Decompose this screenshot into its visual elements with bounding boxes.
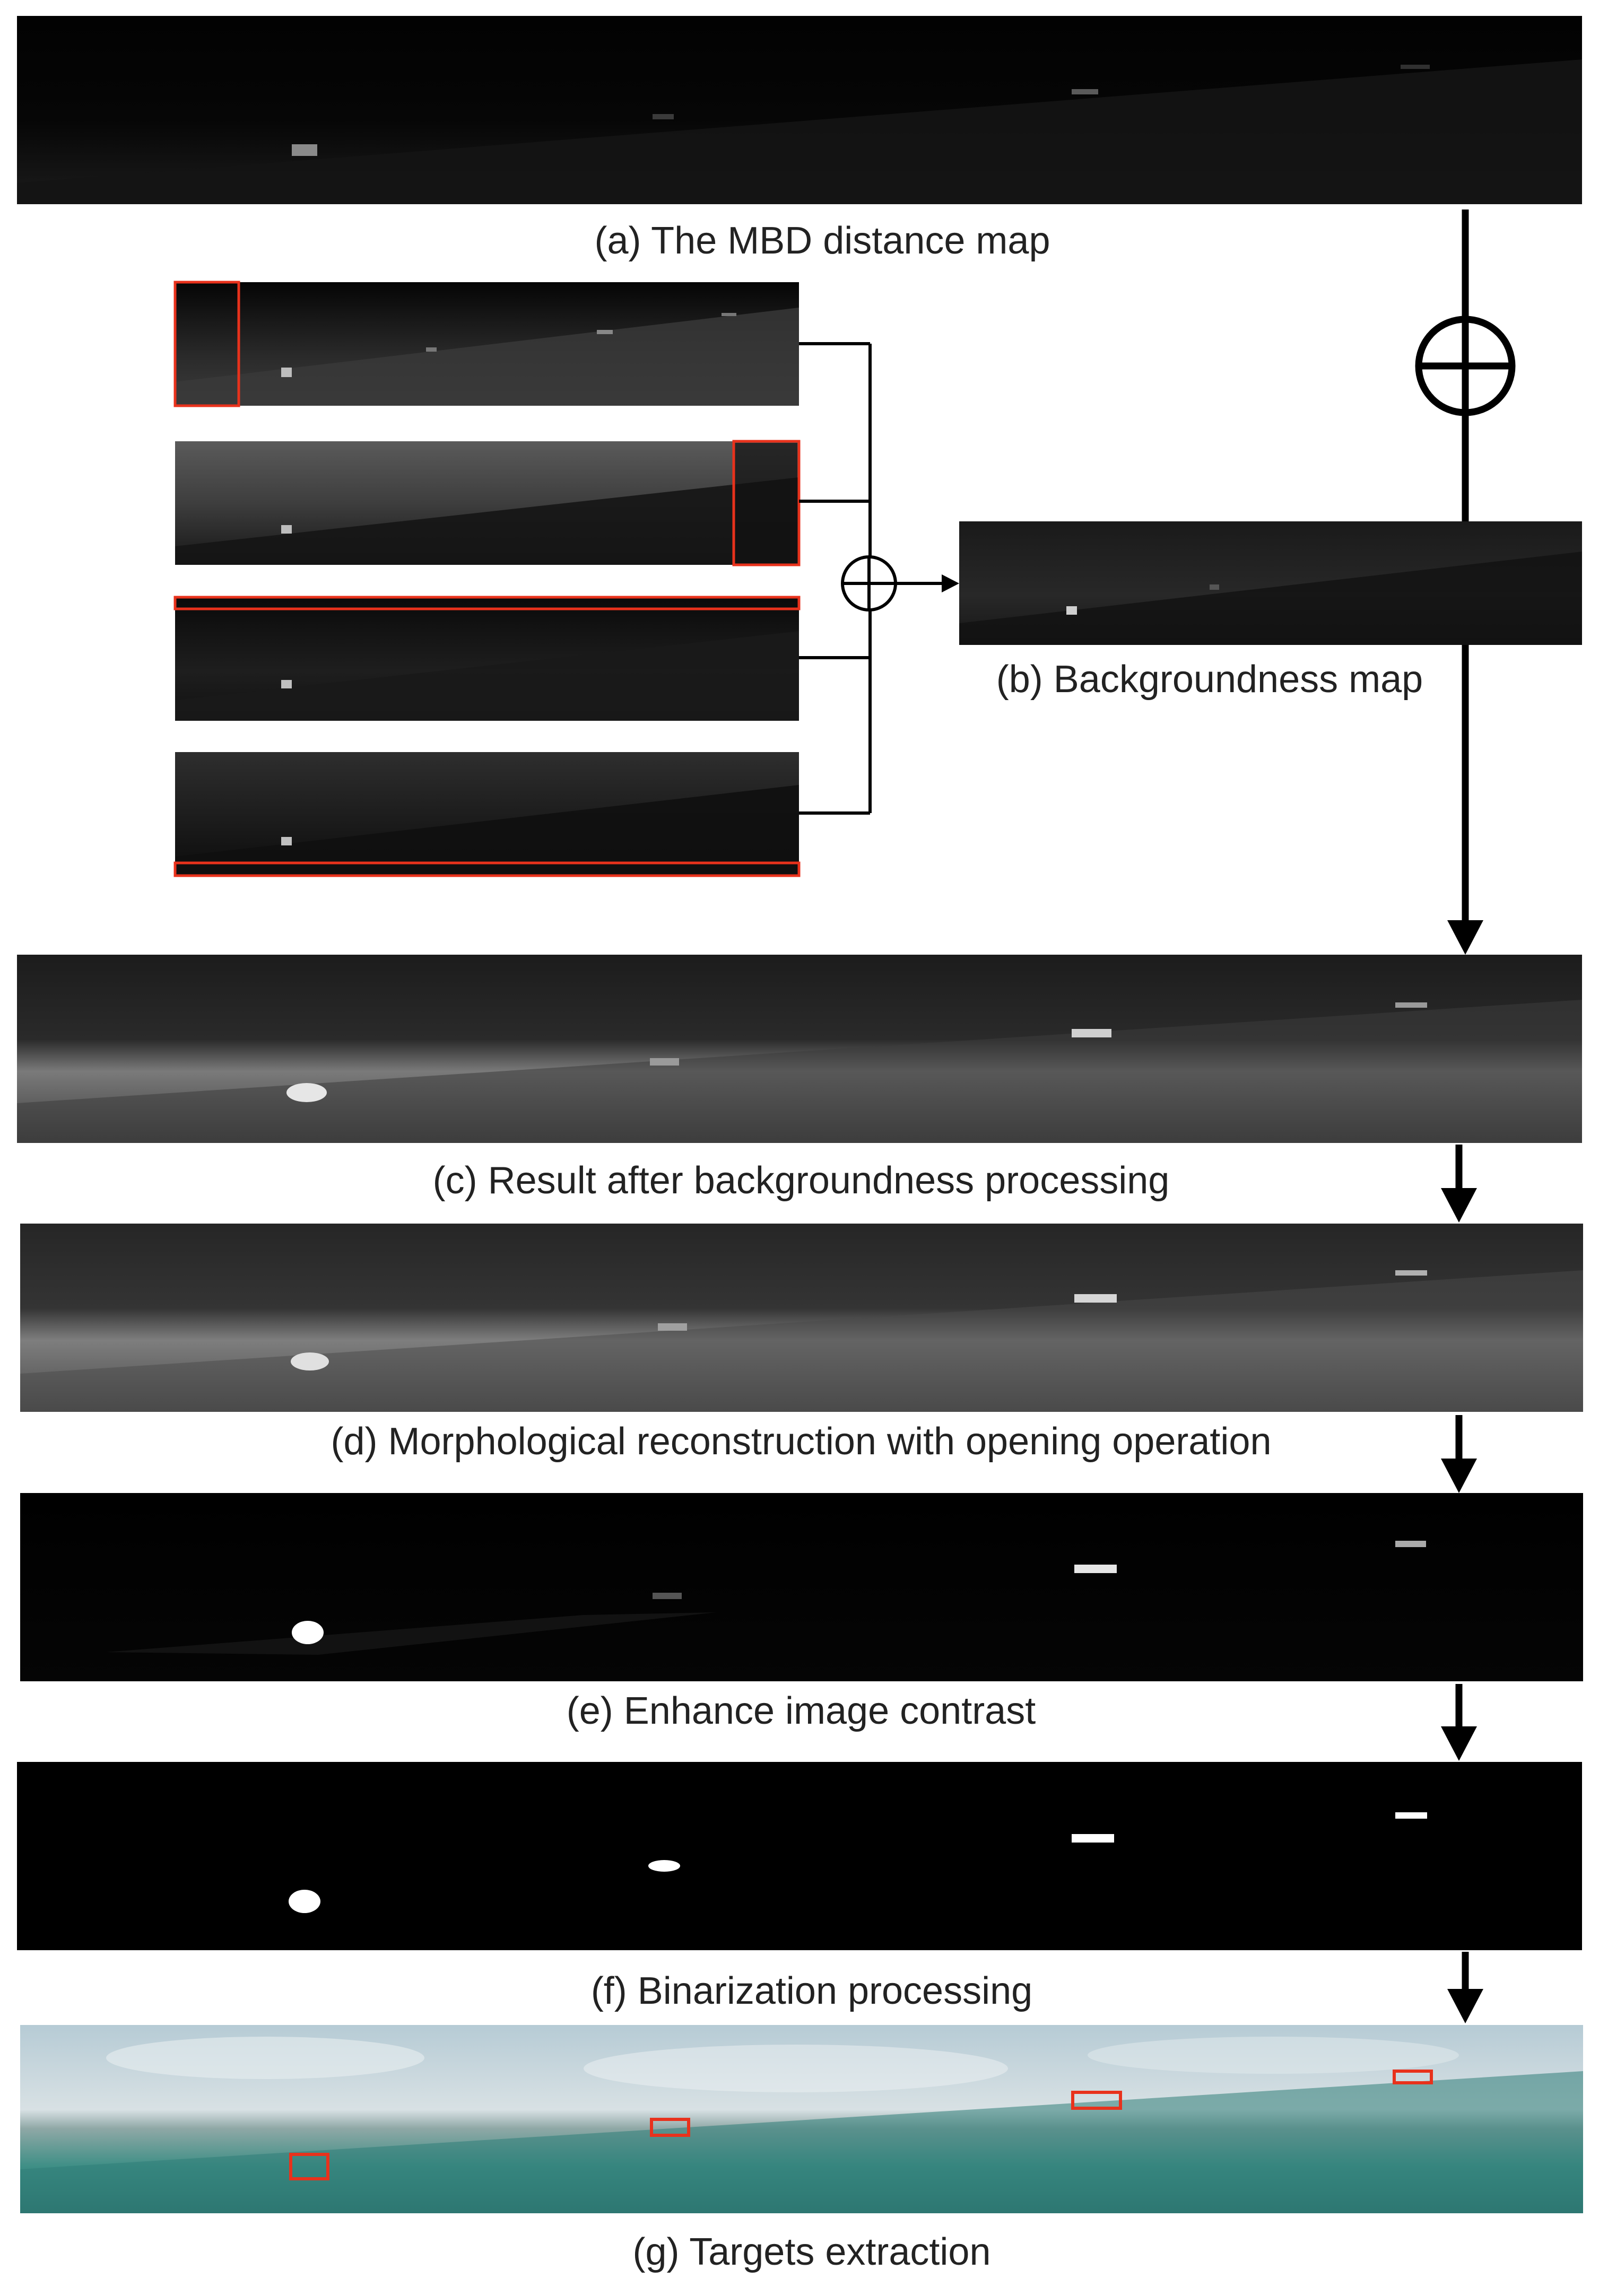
submap-bottom-boundary [173,752,801,877]
submap-horizontal-boundary [173,596,801,721]
direct-sum-icon [1415,316,1516,416]
target-bounding-box [1393,2070,1433,2084]
caption-a: (a) The MBD distance map [594,220,1050,262]
submap-right-boundary [175,440,801,566]
arrow-down-icon [1447,920,1483,955]
caption-e: (e) Enhance image contrast [567,1690,1036,1732]
submap-top-boundary [173,281,799,407]
panel-g-targets-extraction [20,2025,1583,2213]
panel-a-mbd-distance-map [17,16,1582,204]
target-bounding-box [650,2118,690,2137]
arrow-down-icon [1441,1188,1477,1223]
caption-g: (g) Targets extraction [633,2231,991,2273]
arrow-down-icon [1441,1459,1477,1493]
panel-c-backgroundness-result [17,955,1582,1143]
caption-f: (f) Binarization processing [591,1970,1032,2012]
arrow-down-icon [1441,1726,1477,1761]
panel-d-morphological-reconstruction [20,1224,1583,1412]
target-ship [1401,65,1430,69]
target-bounding-box [289,2153,329,2180]
target-bounding-box [1071,2091,1122,2110]
arrow-down-icon [1447,1989,1483,2023]
target-ship [292,144,317,156]
caption-b: (b) Backgroundness map [996,658,1423,701]
panel-f-binarization [17,1762,1582,1950]
caption-c: (c) Result after backgroundness processi… [433,1159,1170,1202]
boundary-box [173,281,240,407]
panel-e-enhanced-contrast [20,1493,1583,1681]
target-ship [1072,89,1098,94]
boundary-box [732,440,801,566]
panel-b-backgroundness-map [959,521,1582,645]
arrow-right-icon [896,574,959,592]
direct-sum-icon [841,555,897,612]
target-ship [653,114,674,119]
boundary-box [173,861,801,877]
caption-d: (d) Morphological reconstruction with op… [331,1420,1272,1463]
boundary-box [173,596,801,610]
